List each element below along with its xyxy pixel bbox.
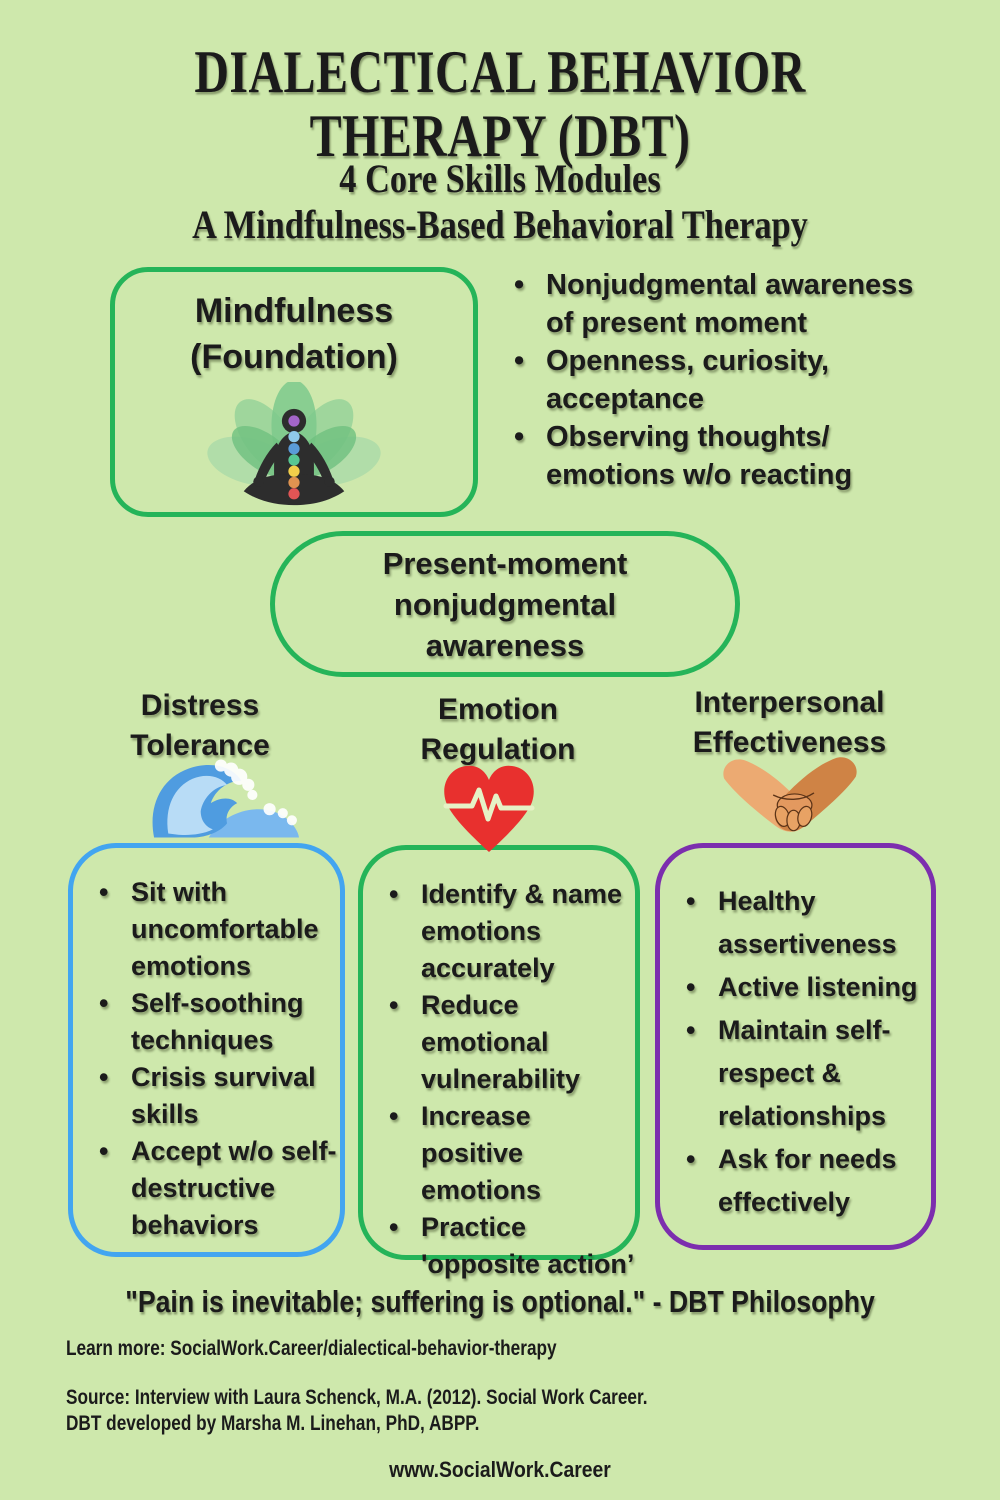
interpersonal-effectiveness-list: Healthy assertiveness Active listening M… <box>684 880 931 1224</box>
emotion-regulation-list: Identify & name emotions accurately Redu… <box>387 876 635 1283</box>
list-item: Active listening <box>684 966 931 1009</box>
module-title-interpersonal-effectiveness: Interpersonal Effectiveness <box>692 686 887 759</box>
source-line2: DBT developed by Marsha M. Linehan, PhD,… <box>66 1412 480 1435</box>
list-item: Maintain self- respect & relationships <box>684 1009 931 1138</box>
distress-tolerance-list: Sit with uncomfortable emotions Self-soo… <box>97 874 340 1244</box>
interpersonal-effectiveness-box: Healthy assertiveness Active listening M… <box>655 843 936 1250</box>
module-title-emotion-regulation: Emotion Regulation <box>420 693 576 766</box>
mindfulness-foundation-box: Mindfulness (Foundation) <box>110 267 478 517</box>
list-item: Observing thoughts/ emotions w/o reactin… <box>512 418 952 494</box>
dbt-philosophy-quote: "Pain is inevitable; suffering is option… <box>125 1284 875 1319</box>
list-item: Reduce emotional vulnerability <box>387 987 635 1098</box>
page-title-line1: DIALECTICAL BEHAVIOR <box>194 39 806 105</box>
list-item: Self-soothing techniques <box>97 985 340 1059</box>
mindfulness-box-title: Mindfulness (Foundation) <box>190 292 398 376</box>
pill-text: Present-moment nonjudgmental awareness <box>382 545 628 663</box>
list-item: Sit with uncomfortable emotions <box>97 874 340 985</box>
holding-hands-icon <box>716 752 864 847</box>
list-item: Crisis survival skills <box>97 1059 340 1133</box>
list-item: Increase positive emotions <box>387 1098 635 1209</box>
list-item: Practice 'opposite action’ <box>387 1209 635 1283</box>
page-title-line2: THERAPY (DBT) <box>309 103 691 169</box>
website-text: www.SocialWork.Career <box>389 1457 611 1482</box>
chakra-dots <box>288 415 300 500</box>
subtitle-core-skills: 4 Core Skills Modules <box>339 156 661 201</box>
heartbeat-icon <box>438 756 540 861</box>
module-title-distress-tolerance: Distress Tolerance <box>130 689 270 762</box>
subtitle-mindfulness-based: A Mindfulness-Based Behavioral Therapy <box>192 202 808 247</box>
list-item: Accept w/o self- destructive behaviors <box>97 1133 340 1244</box>
source-line1: Source: Interview with Laura Schenck, M.… <box>66 1386 648 1409</box>
list-item: Nonjudgmental awareness of present momen… <box>512 266 952 342</box>
emotion-regulation-box: Identify & name emotions accurately Redu… <box>358 845 640 1279</box>
learn-more-text: Learn more: SocialWork.Career/dialectica… <box>66 1337 557 1360</box>
list-item: Ask for needs effectively <box>684 1138 931 1224</box>
ocean-wave-icon <box>148 756 300 845</box>
list-item: Openness, curiosity, acceptance <box>512 342 952 418</box>
list-item: Identify & name emotions accurately <box>387 876 635 987</box>
mindfulness-bullet-list: Nonjudgmental awareness of present momen… <box>512 266 952 494</box>
present-moment-pill: Present-moment nonjudgmental awareness <box>270 531 740 677</box>
distress-tolerance-box: Sit with uncomfortable emotions Self-soo… <box>68 843 345 1257</box>
list-item: Healthy assertiveness <box>684 880 931 966</box>
meditation-lotus-icon <box>199 380 389 517</box>
